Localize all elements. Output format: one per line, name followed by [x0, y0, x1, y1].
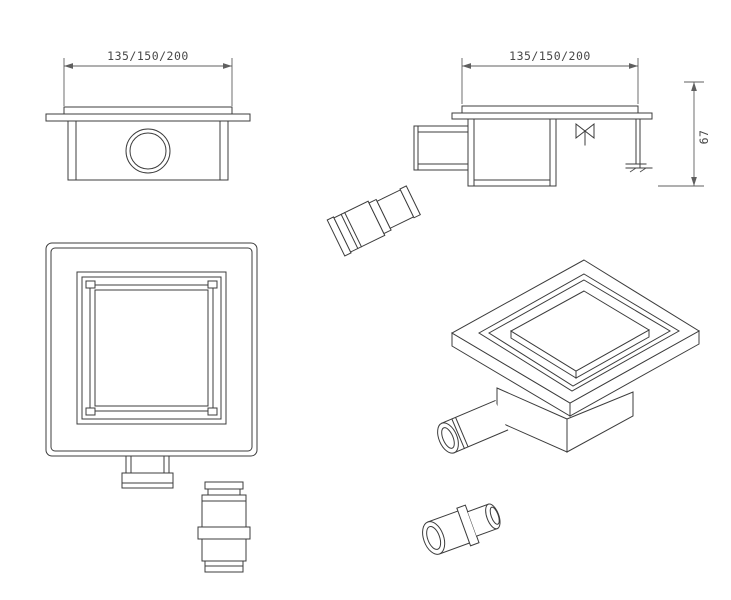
pipe-coupling-side	[326, 185, 421, 257]
clip-wing-right	[584, 122, 595, 140]
small-top-line	[467, 503, 490, 513]
plan-outlet	[121, 455, 174, 489]
corner-clip-top-left	[85, 280, 96, 289]
foot-hatch-2	[639, 167, 647, 173]
coupling-top-rim	[204, 481, 244, 490]
inner-frame-inner	[81, 276, 222, 420]
pipe-ring-1	[451, 418, 466, 450]
coupling-upper-body	[201, 494, 247, 528]
outlet-circle-inner	[129, 132, 167, 170]
ring-line-1	[340, 213, 359, 250]
coupling-mouth-inner	[426, 525, 442, 550]
coupling-mid-collar	[197, 526, 251, 540]
isometric-view	[437, 259, 700, 454]
side-height-label: 67	[697, 130, 711, 145]
outlet-pipe-iso	[437, 399, 509, 454]
pipe-mouth-outer	[437, 422, 459, 454]
side-view-part	[413, 105, 653, 187]
frame-rim-outer	[478, 273, 680, 392]
tile-top-face	[510, 290, 650, 372]
outlet-collar	[121, 472, 174, 489]
side-width-label: 135/150/200	[509, 49, 591, 63]
coupling-rim-small	[399, 185, 421, 219]
coupling-lower-body	[201, 538, 247, 562]
pipe-top-line	[441, 399, 496, 424]
cover-grate	[63, 106, 233, 115]
outlet-pipe-stub	[413, 125, 469, 171]
front-view-part	[45, 106, 251, 181]
flange-plate	[45, 113, 251, 122]
wing-clip	[575, 122, 595, 146]
flange-plate	[451, 112, 653, 120]
plan-view	[45, 242, 258, 489]
front-width-dimension: 135/150/200	[63, 49, 233, 106]
outlet-neck	[125, 455, 170, 474]
pipe-bottom-line	[453, 429, 509, 454]
inner-frame-outer	[76, 271, 227, 425]
drain-body	[467, 118, 557, 187]
ring-line-2	[344, 211, 363, 248]
corner-clip-bottom-left	[85, 407, 96, 416]
outlet-circle-outer	[125, 128, 171, 174]
pipe-ring-2	[455, 417, 469, 448]
anchor-bracket	[625, 118, 653, 173]
pipe-coupling-isometric	[422, 503, 501, 555]
side-view: 135/150/200 67	[413, 49, 711, 187]
side-width-dimension: 135/150/200	[461, 49, 639, 104]
foot-hatch-1	[629, 167, 637, 173]
corner-clip-bottom-right	[207, 407, 218, 416]
coupling-end-cap-inner	[489, 506, 500, 525]
body-right-face	[566, 391, 634, 453]
coupling-top-line	[427, 509, 461, 523]
corner-clip-top-right	[207, 280, 218, 289]
coupling-mouth-outer	[422, 521, 446, 555]
small-bottom-line	[475, 527, 498, 537]
pipe-coupling-front	[197, 481, 251, 573]
coupling-top-neck	[207, 488, 241, 496]
outer-frame-inner-line	[50, 247, 253, 452]
tile-plate	[94, 289, 209, 407]
clip-wing-left	[575, 122, 586, 140]
frame-rim-inner	[488, 279, 671, 387]
front-width-label: 135/150/200	[107, 49, 189, 63]
side-height-dimension: 67	[658, 81, 711, 187]
coupling-bottom-line	[438, 541, 473, 555]
front-view: 135/150/200	[45, 49, 251, 181]
tile-frame	[89, 284, 214, 412]
cover-grate	[461, 105, 639, 114]
pipe-mouth-inner	[441, 427, 455, 449]
